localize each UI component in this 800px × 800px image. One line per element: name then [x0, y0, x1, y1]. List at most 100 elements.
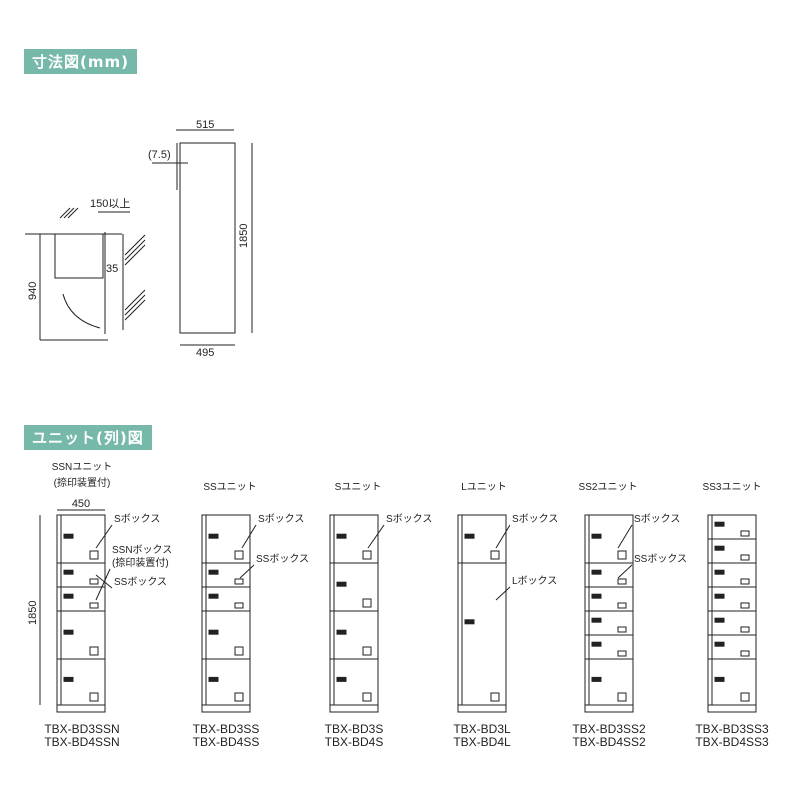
callout-leader	[239, 564, 255, 579]
model-number: TBX-BD4SS	[193, 735, 260, 749]
keypad-icon	[362, 598, 372, 608]
side-view: 940 150以上 35	[25, 197, 146, 341]
unit-cabinet-outline	[584, 514, 634, 713]
callout-leader	[617, 564, 633, 579]
keypad-icon	[740, 578, 750, 585]
dim-1850: 1850	[238, 224, 250, 248]
dim-515: 515	[196, 119, 214, 131]
callout-leader	[367, 524, 385, 549]
door-handle-icon	[714, 545, 725, 551]
door-handle-icon	[464, 533, 475, 539]
door-handle-icon	[464, 619, 475, 625]
door-handle-icon	[63, 593, 74, 599]
door-handle-icon	[63, 629, 74, 635]
dim-495: 495	[196, 347, 214, 359]
unit-name: SSユニット	[203, 482, 256, 493]
keypad-icon	[234, 578, 244, 585]
callout-label: (捺印装置付)	[112, 556, 169, 569]
dim-clearance: 150以上	[90, 197, 130, 210]
callout-label: Sボックス	[386, 513, 432, 525]
dimensions-section-title: 寸法図(mm)	[24, 49, 137, 74]
door-handle-icon	[336, 629, 347, 635]
keypad-icon	[490, 692, 500, 702]
callout-label: SSNボックス	[112, 544, 172, 556]
model-number: TBX-BD4SS2	[572, 735, 646, 749]
keypad-icon	[362, 692, 372, 702]
dim-offset: (7.5)	[148, 149, 171, 161]
keypad-icon	[740, 692, 750, 702]
dim-35: 35	[106, 263, 118, 275]
door-handle-icon	[714, 676, 725, 682]
keypad-icon	[617, 550, 627, 560]
keypad-icon	[89, 646, 99, 656]
unit-subtitle: (捺印装置付)	[54, 476, 111, 489]
door-handle-icon	[208, 676, 219, 682]
keypad-icon	[740, 554, 750, 561]
keypad-icon	[740, 626, 750, 633]
keypad-icon	[89, 578, 99, 585]
unit-name: SSNユニット	[52, 462, 113, 473]
keypad-icon	[617, 692, 627, 702]
keypad-icon	[89, 550, 99, 560]
door-swing-arc	[62, 293, 101, 329]
dim-940: 940	[27, 282, 39, 300]
keypad-icon	[362, 646, 372, 656]
callout-label: Sボックス	[634, 513, 680, 525]
dim-unit-height: 1850	[27, 601, 39, 625]
keypad-icon	[617, 578, 627, 585]
model-number: TBX-BD3SSN	[44, 722, 119, 736]
door-handle-icon	[591, 617, 602, 623]
door-handle-icon	[63, 569, 74, 575]
callout-label: Sボックス	[258, 513, 304, 525]
keypad-icon	[617, 650, 627, 657]
callout-leader	[95, 568, 111, 601]
door-handle-icon	[714, 641, 725, 647]
door-handle-icon	[336, 581, 347, 587]
keypad-icon	[617, 602, 627, 609]
unit-cabinet-outline	[457, 514, 507, 713]
keypad-icon	[234, 692, 244, 702]
keypad-icon	[740, 602, 750, 609]
door-handle-icon	[63, 533, 74, 539]
unit-name: Lユニット	[461, 482, 507, 493]
unit-cabinet-outline	[707, 514, 757, 713]
door-handle-icon	[591, 676, 602, 682]
keypad-icon	[740, 530, 750, 537]
callout-label: Sボックス	[512, 513, 558, 525]
model-number: TBX-BD4S	[325, 735, 384, 749]
keypad-icon	[740, 650, 750, 657]
door-handle-icon	[336, 676, 347, 682]
door-handle-icon	[591, 593, 602, 599]
model-number: TBX-BD4SSN	[44, 735, 119, 749]
door-handle-icon	[336, 533, 347, 539]
door-handle-icon	[63, 676, 74, 682]
dim-unit-width: 450	[72, 498, 90, 510]
door-handle-icon	[714, 617, 725, 623]
model-number: TBX-BD3L	[453, 722, 511, 736]
keypad-icon	[362, 550, 372, 560]
callout-label: SSボックス	[114, 576, 167, 588]
callout-leader	[241, 524, 257, 549]
model-number: TBX-BD3SS	[193, 722, 260, 736]
door-handle-icon	[208, 593, 219, 599]
callout-leader	[495, 524, 511, 549]
callout-label: SSボックス	[256, 553, 309, 565]
door-handle-icon	[714, 521, 725, 527]
model-number: TBX-BD3SS3	[695, 722, 769, 736]
callout-leader	[95, 524, 113, 549]
model-number: TBX-BD4SS3	[695, 735, 769, 749]
keypad-icon	[617, 626, 627, 633]
keypad-icon	[490, 550, 500, 560]
model-number: TBX-BD3S	[325, 722, 384, 736]
door-handle-icon	[714, 569, 725, 575]
door-handle-icon	[591, 533, 602, 539]
cabinet-front-outline	[179, 142, 236, 334]
unit-name: Sユニット	[335, 482, 382, 493]
door-handle-icon	[208, 629, 219, 635]
door-handle-icon	[208, 569, 219, 575]
front-view: 515 495 (7.5) 1850	[148, 119, 253, 359]
model-number: TBX-BD3SS2	[572, 722, 646, 736]
callout-label: Sボックス	[114, 513, 160, 525]
wall-hatching	[59, 207, 146, 321]
